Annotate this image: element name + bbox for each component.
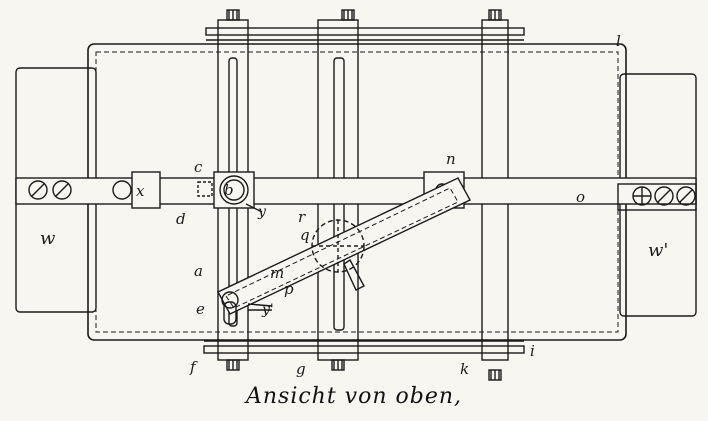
label-r: r <box>298 208 306 226</box>
label-h: k <box>460 360 469 378</box>
label-y-prime: y' <box>261 302 274 318</box>
label-x: x <box>136 182 145 200</box>
label-m: m <box>270 264 284 282</box>
label-p: p <box>284 280 294 298</box>
label-b: b <box>224 181 234 199</box>
hub-b <box>197 171 263 213</box>
bottom-guide-rail <box>203 340 525 354</box>
label-i: i <box>530 342 535 360</box>
label-c: c <box>194 158 203 176</box>
label-a: a <box>194 262 203 280</box>
label-q: q <box>300 226 310 244</box>
horizontal-bar-o <box>15 177 697 211</box>
label-o: o <box>576 188 585 206</box>
label-g: g <box>296 360 306 378</box>
clamp-block-x <box>131 171 161 209</box>
label-d: d <box>176 210 186 228</box>
label-e: e <box>196 300 205 318</box>
circular-plate-q <box>311 219 365 291</box>
label-y: y <box>257 204 267 220</box>
label-w: w <box>40 228 56 249</box>
label-n: n <box>446 150 456 168</box>
label-l: l <box>616 32 621 50</box>
part-labels: a b c d e f g k i l m n o p q r w w' x y… <box>40 32 668 378</box>
label-w-prime: w' <box>648 240 668 261</box>
label-f: f <box>189 358 198 376</box>
top-guide-rail <box>205 27 525 41</box>
figure-caption: Ansicht von oben, <box>245 384 463 409</box>
